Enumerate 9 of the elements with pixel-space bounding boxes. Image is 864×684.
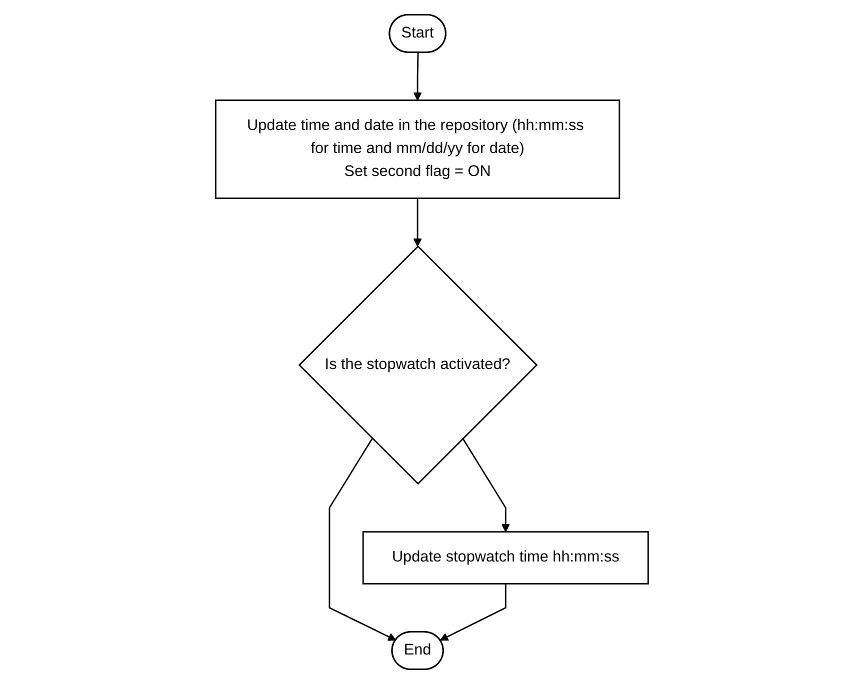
node-box [215,100,620,199]
node-box [362,531,649,584]
node-diamond [298,245,538,485]
flowchart: Start Update time and date in the repository (hh:mm:ss for time and mm/dd/yy for date) Set second flag = ON Is the stopwatch activated? Update stopwatch time hh:mm:ss End [208,7,656,677]
arrow [440,584,506,641]
arrow [413,52,422,101]
arrow [328,438,396,641]
arrow [413,198,422,247]
arrow [462,438,510,532]
